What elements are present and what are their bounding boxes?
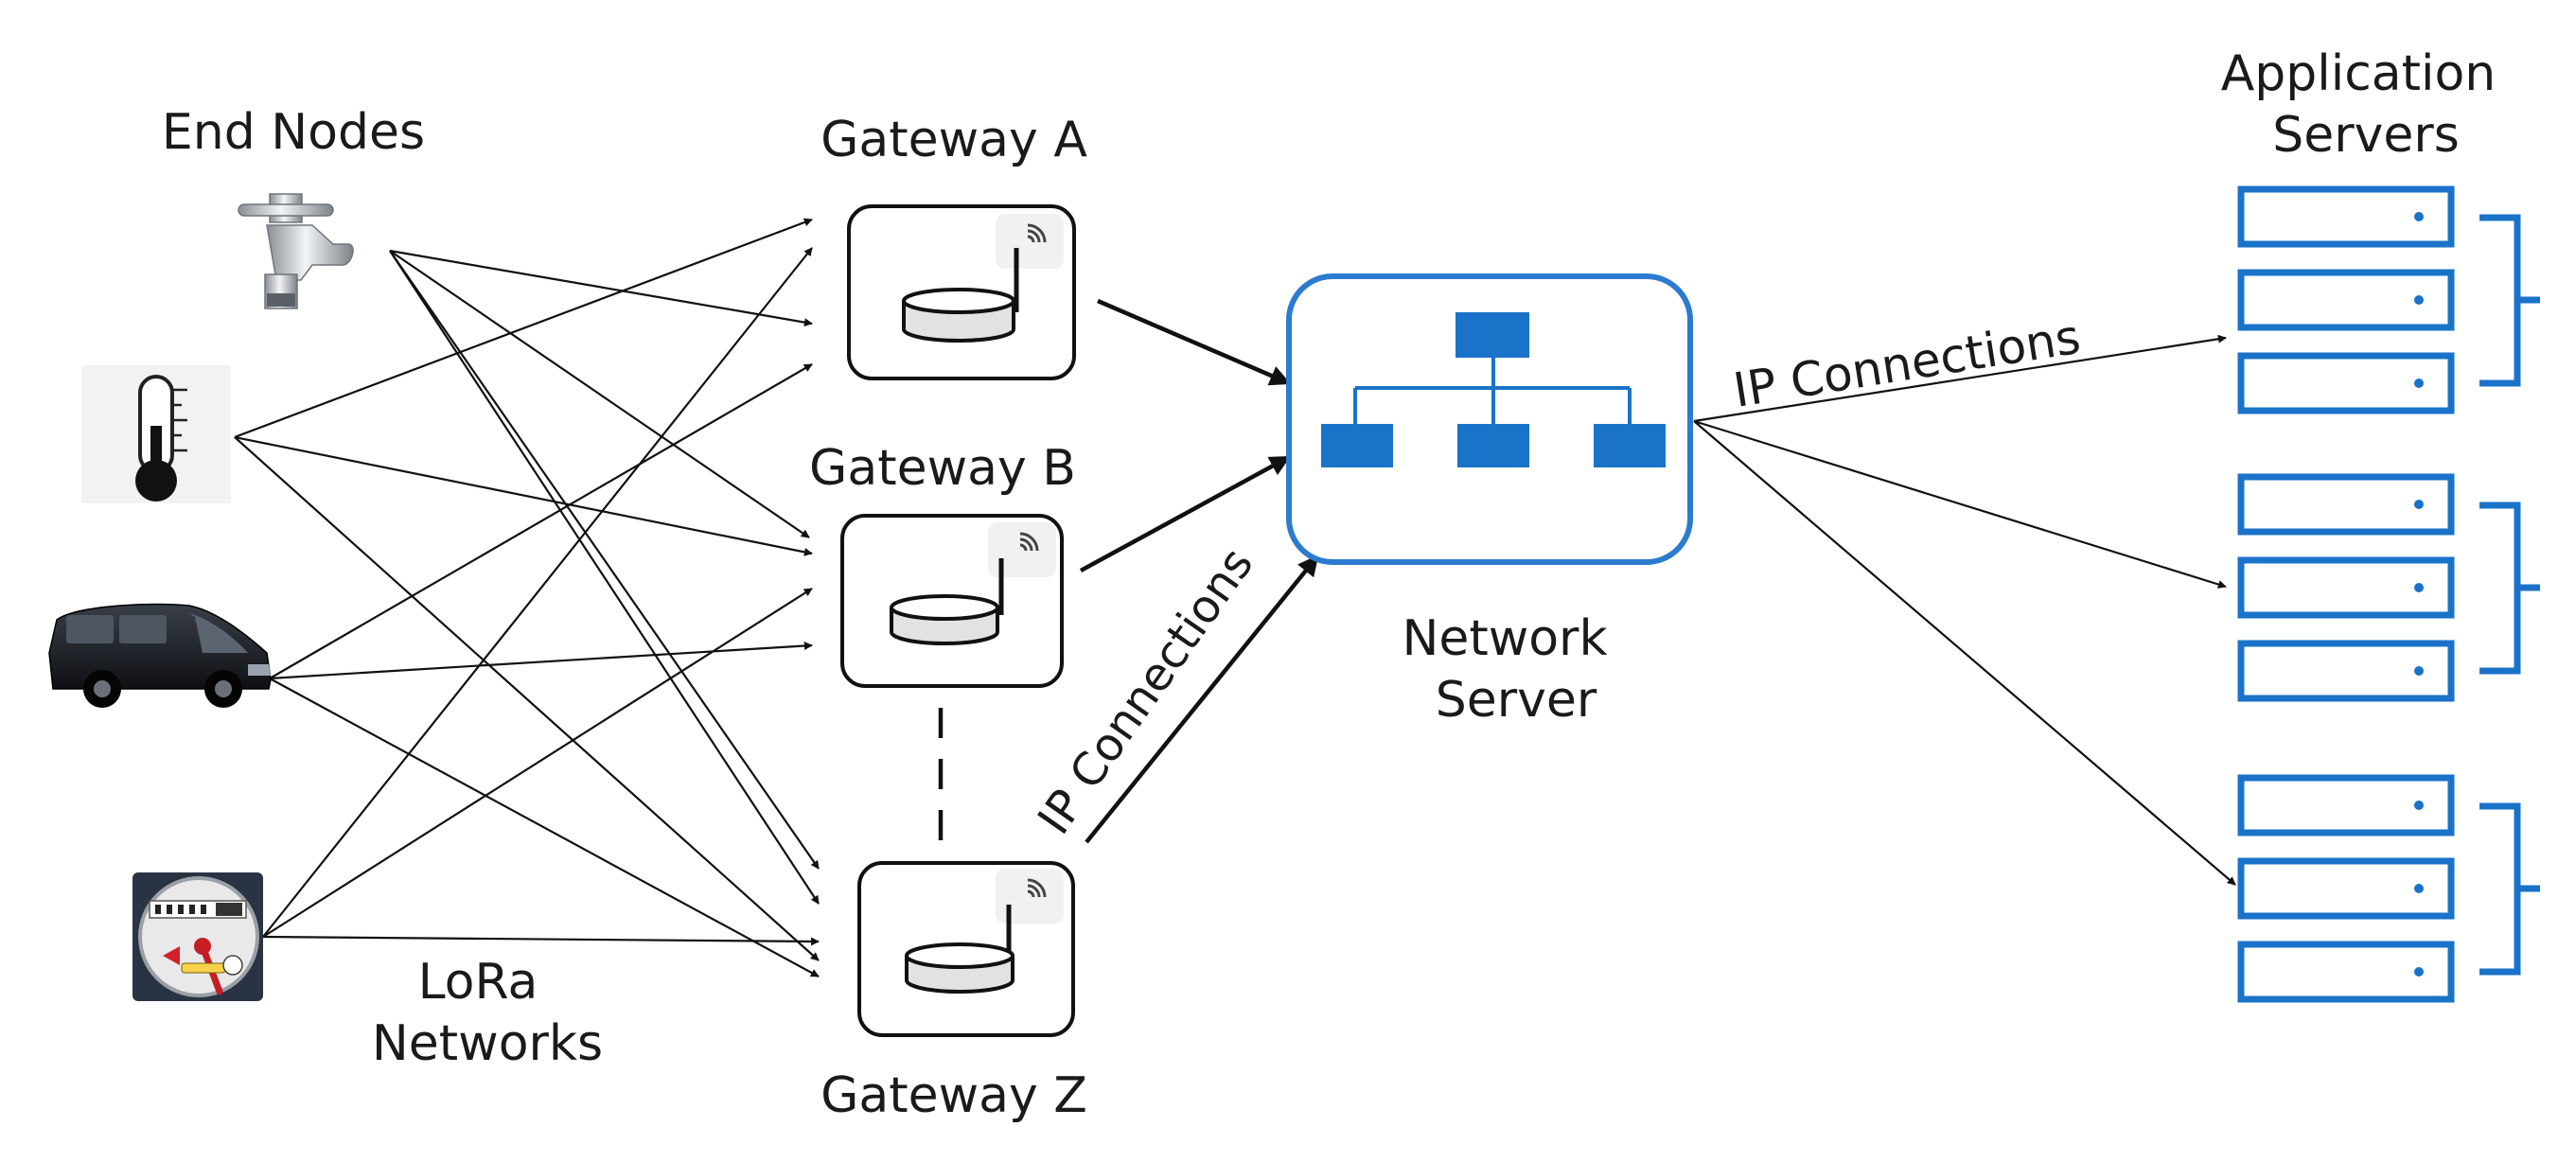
- network-hierarchy-icon: [1321, 312, 1666, 467]
- gateway-z-label: Gateway Z: [820, 1067, 1087, 1124]
- ip-connections-app-label: IP Connections: [1730, 309, 2084, 418]
- gateway-radio-icon: [890, 532, 1039, 645]
- faucet-icon: [238, 193, 354, 309]
- gateway-b-label: Gateway B: [809, 440, 1076, 497]
- end-nodes-label: End Nodes: [162, 104, 425, 161]
- network-server: [1286, 273, 1693, 565]
- application-servers-label-line1: Application: [2221, 45, 2497, 102]
- gateway-a-label: Gateway A: [820, 112, 1087, 168]
- application-server-group-3: [2237, 774, 2540, 1003]
- gateway-a: [847, 204, 1076, 380]
- lora-networks-label-line2: Networks: [372, 1015, 603, 1072]
- gateway-b: [840, 514, 1064, 688]
- gateway-z: [857, 861, 1075, 1037]
- gateway-radio-icon: [902, 223, 1047, 343]
- gateway-to-server-links: [1079, 298, 1319, 844]
- server-rack-icon: [2237, 774, 2540, 1003]
- application-servers-label-line2: Servers: [2272, 107, 2460, 164]
- server-rack-icon: [2237, 473, 2540, 702]
- gateway-radio-icon: [905, 878, 1047, 994]
- application-server-group-2: [2237, 473, 2540, 702]
- van-icon: [48, 603, 272, 708]
- network-server-label-line1: Network: [1402, 610, 1607, 667]
- water-meter-icon: [132, 872, 263, 1001]
- lora-links: [234, 218, 820, 977]
- lora-networks-label-line1: LoRa: [418, 954, 538, 1011]
- network-server-label-line2: Server: [1436, 672, 1597, 729]
- server-rack-icon: [2237, 185, 2540, 414]
- server-to-app-links: [1693, 334, 2236, 886]
- thermometer-icon: [81, 365, 231, 503]
- application-server-group-1: [2237, 185, 2540, 414]
